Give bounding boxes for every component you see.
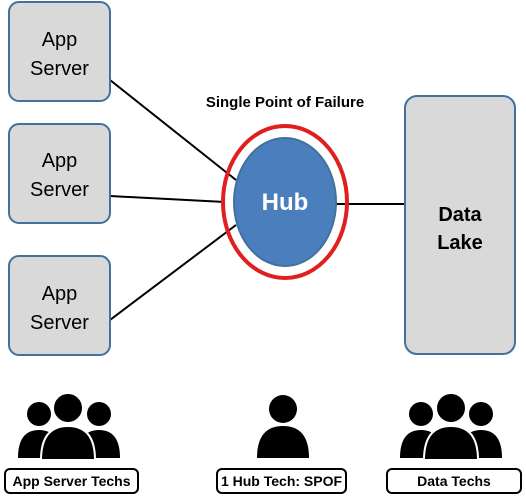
app-server-2: App Server: [8, 123, 111, 224]
spof-annotation: Single Point of Failure: [206, 94, 364, 111]
app-server-label-line1: App: [42, 150, 78, 172]
app-server-label-line2: Server: [30, 179, 89, 201]
connector-server-2-hub: [109, 195, 226, 203]
spof-ring: [221, 124, 349, 280]
caption-data-techs: Data Techs: [386, 468, 522, 494]
app-server-label-line2: Server: [30, 58, 89, 80]
caption-hub-tech: 1 Hub Tech: SPOF: [216, 468, 347, 494]
hub-node: [233, 137, 337, 267]
app-server-box: [8, 255, 111, 356]
group-of-people-icon: [400, 392, 502, 461]
group-of-people-icon: [18, 392, 120, 461]
data-lake-label-line1: Data: [438, 204, 482, 226]
data-lake-label-line2: Lake: [437, 232, 483, 254]
app-server-box: [8, 123, 111, 224]
caption-app-server-techs: App Server Techs: [4, 468, 139, 494]
connector-server-1-hub: [109, 79, 237, 181]
app-server-label-line1: App: [42, 283, 78, 305]
app-server-label-line2: Server: [30, 312, 89, 334]
connector-server-3-hub: [109, 224, 237, 321]
hub-label: Hub: [262, 189, 309, 216]
app-server-3: App Server: [8, 255, 111, 356]
data-lake-box: [404, 95, 516, 355]
connectors: [109, 79, 405, 321]
data-lake: Data Lake: [404, 95, 516, 355]
app-server-1: App Server: [8, 1, 111, 102]
app-server-box: [8, 1, 111, 102]
app-server-label-line1: App: [42, 29, 78, 51]
person-icon: [257, 395, 309, 458]
